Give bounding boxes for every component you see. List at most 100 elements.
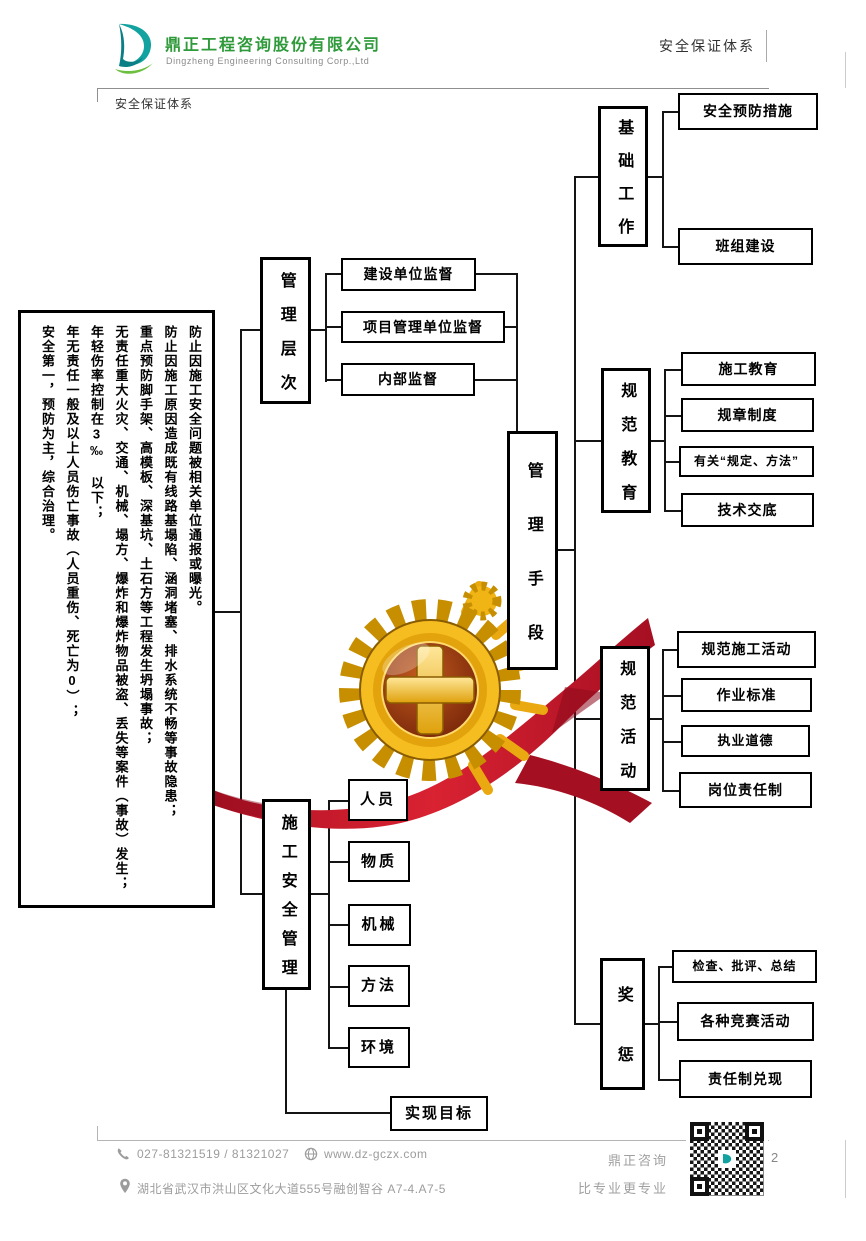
node-label: 岗位责任制 <box>708 781 783 798</box>
connector-line <box>505 326 517 328</box>
node-standard-education: 规范教育 <box>601 368 651 518</box>
connector-line <box>665 415 681 417</box>
connector-line <box>659 1021 677 1023</box>
connector-line <box>665 461 679 463</box>
safety-policy-box: 防止因施工安全问题被相关单位通报或曝光。 防止因施工原因造成既有线路基塌陷、涵洞… <box>18 310 215 908</box>
policy-line: 无责任重大火灾、交通、机械、塌方、爆炸和爆炸物品被盗、丢失等案件（事故）发生； <box>113 325 129 891</box>
node-professional-ethics: 执业道德 <box>681 725 810 757</box>
connector-line <box>326 326 341 328</box>
connector-line <box>575 440 601 442</box>
safety-policy-text: 防止因施工安全问题被相关单位通报或曝光。 防止因施工原因造成既有线路基塌陷、涵洞… <box>27 325 206 893</box>
node-competition-activities: 各种竞赛活动 <box>677 1002 814 1041</box>
node-rules-regulations: 规章制度 <box>681 398 814 432</box>
policy-line: 年轻伤率控制在3‰ 以下； <box>89 325 104 520</box>
location-pin-icon <box>120 1178 130 1193</box>
connector-line <box>329 861 348 863</box>
qr-pattern <box>690 1122 764 1196</box>
connector-line <box>665 510 681 512</box>
policy-line: 防止因施工安全问题被相关单位通报或曝光。 <box>187 325 202 615</box>
connector-line <box>574 176 576 1025</box>
node-material: 物质 <box>348 841 410 882</box>
connector-line <box>663 790 679 792</box>
connector-line <box>650 718 663 720</box>
award-badge-graphic <box>213 581 655 829</box>
node-label: 执业道德 <box>717 732 774 748</box>
connector-line <box>516 273 518 433</box>
node-machinery: 机械 <box>348 904 411 946</box>
footer-phone: 027-81321519 / 81321027 <box>137 1147 290 1161</box>
connector-line <box>662 649 664 792</box>
node-label: 施工安全管理 <box>278 814 296 988</box>
node-label: 班组建设 <box>715 238 776 255</box>
ribbon <box>213 618 655 829</box>
node-label: 技术交底 <box>717 501 778 518</box>
node-label: 作业标准 <box>716 686 777 703</box>
node-supervision-internal: 内部监督 <box>341 363 475 396</box>
gold-cross <box>385 645 475 735</box>
footer-website: www.dz-gczx.com <box>324 1147 428 1161</box>
node-standard-construction-activities: 规范施工活动 <box>677 631 816 668</box>
connector-line <box>663 695 681 697</box>
node-management-levels: 管理层次 <box>260 257 311 408</box>
connector-line <box>475 379 517 381</box>
node-method: 方法 <box>348 965 410 1007</box>
footer-rule <box>97 1140 769 1141</box>
connector-line <box>663 246 678 248</box>
qr-finder <box>745 1122 764 1141</box>
node-label: 安全预防措施 <box>703 103 793 120</box>
node-supervision-project-management: 项目管理单位监督 <box>341 311 505 343</box>
connector-line <box>575 1023 600 1025</box>
node-label: 内部监督 <box>378 371 438 388</box>
connector-line <box>575 718 600 720</box>
policy-line: 年无责任一般及以上人员伤亡事故（人员重伤、死亡为0）； <box>64 325 80 719</box>
header-doc-title: 安全保证体系 <box>659 38 755 54</box>
node-label: 基础工作 <box>615 119 633 251</box>
connector-line <box>326 379 341 381</box>
node-environment: 环境 <box>348 1027 410 1068</box>
node-label: 规章制度 <box>717 406 778 423</box>
node-label: 施工教育 <box>718 360 779 377</box>
page-number: 2 <box>771 1150 779 1165</box>
qr-code <box>686 1118 768 1200</box>
policy-line: 重点预防脚手架、高模板、深基坑、土石方等工程发生坍塌事故； <box>138 325 153 746</box>
globe-icon <box>304 1147 318 1161</box>
header-divider <box>766 30 767 62</box>
connector-line <box>285 990 287 1114</box>
node-label: 各种竞赛活动 <box>700 1013 791 1030</box>
company-logo-icon <box>115 23 153 74</box>
node-label: 有关“规定、方法” <box>693 453 799 468</box>
node-rewards-punishments: 奖惩 <box>600 958 645 1106</box>
policy-line: 安全第一，预防为主，综合治理。 <box>40 325 55 543</box>
connector-line <box>665 369 681 371</box>
small-gear-icon <box>462 581 502 621</box>
node-label: 项目管理单位监督 <box>363 318 483 335</box>
node-label: 机械 <box>361 916 398 934</box>
node-label: 规范活动 <box>617 659 635 796</box>
policy-line: 防止因施工原因造成既有线路基塌陷、涵洞堵塞、排水系统不畅等事故隐患； <box>162 325 178 818</box>
footer-rule-tick <box>97 1126 98 1140</box>
connector-line <box>663 111 678 113</box>
connector-line <box>651 440 665 442</box>
connector-line <box>659 1079 679 1081</box>
connector-line <box>241 893 262 895</box>
connector-line <box>476 273 517 275</box>
node-safety-prevention-measures: 安全预防措施 <box>678 93 818 130</box>
connector-line <box>311 329 326 331</box>
connector-line <box>662 111 664 248</box>
node-label: 实现目标 <box>404 1104 473 1122</box>
node-label: 建设单位监督 <box>363 266 454 283</box>
node-related-regulations-methods: 有关“规定、方法” <box>679 446 814 477</box>
node-label: 规范教育 <box>618 381 636 518</box>
page-edge-mark <box>845 1140 846 1198</box>
connector-line <box>575 176 598 178</box>
company-name-en: Dingzheng Engineering Consulting Corp.,L… <box>166 56 370 66</box>
connector-line <box>329 800 348 802</box>
node-label: 责任制兑现 <box>708 1070 783 1087</box>
node-operation-standards: 作业标准 <box>681 678 812 712</box>
connector-line <box>664 369 666 512</box>
header-rule <box>97 88 769 89</box>
qr-finder <box>690 1177 709 1196</box>
node-inspection-criticism-summary: 检查、批评、总结 <box>672 950 817 983</box>
footer-slogan: 比专业更专业 <box>577 1181 668 1196</box>
